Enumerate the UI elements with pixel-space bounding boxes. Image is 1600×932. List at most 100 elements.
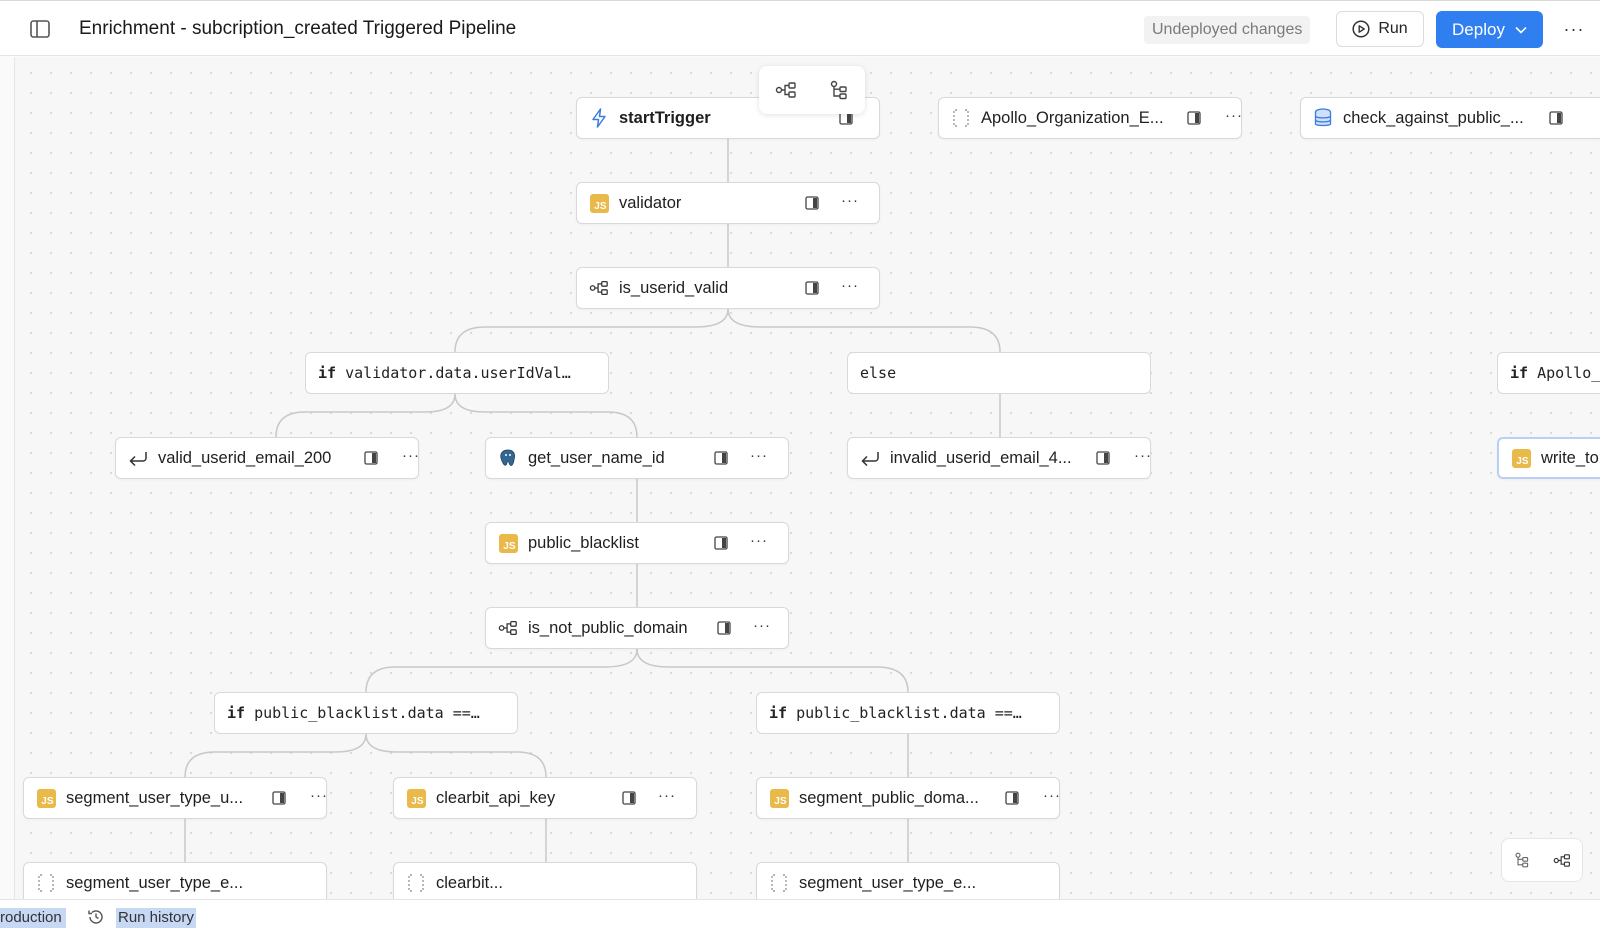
node-invalid-userid-email[interactable]: invalid_userid_email_4... ··· (847, 437, 1151, 479)
panel-icon[interactable] (1187, 111, 1201, 125)
panel-icon[interactable] (717, 621, 731, 635)
code-brackets-icon (406, 873, 426, 893)
node-more-icon[interactable]: ··· (841, 277, 859, 294)
layout-toolbar (759, 66, 865, 114)
vertical-layout-icon[interactable] (829, 80, 849, 100)
pipeline-edges (184, 139, 1001, 862)
node-write-to[interactable]: JS write_to (1497, 437, 1600, 479)
lightning-icon (589, 108, 609, 128)
condition-expression: public_blacklist.data ==… (254, 704, 480, 722)
vertical-layout-icon[interactable] (1514, 852, 1530, 868)
footer-bar: roduction Run history (0, 899, 1600, 932)
run-button-label: Run (1378, 20, 1408, 37)
panel-icon[interactable] (272, 791, 286, 805)
node-valid-userid-email-200[interactable]: valid_userid_email_200 ··· (115, 437, 419, 479)
postgres-icon (498, 448, 518, 468)
deploy-button[interactable]: Deploy (1436, 11, 1543, 48)
node-get-user-name-id[interactable]: get_user_name_id ··· (485, 437, 789, 479)
page-title: Enrichment - subcription_created Trigger… (79, 18, 517, 39)
node-label: startTrigger (619, 108, 711, 127)
play-circle-icon (1352, 20, 1370, 38)
condition-if-userid-valid[interactable]: if validator.data.userIdVal… (305, 352, 609, 394)
pipeline-canvas[interactable]: startTrigger Apollo_Organization_E... ··… (14, 57, 1600, 899)
javascript-icon: JS (36, 788, 56, 808)
javascript-icon: JS (406, 788, 426, 808)
node-label: public_blacklist (528, 533, 639, 552)
sidebar-icon (30, 20, 50, 38)
node-label: segment_user_type_e... (66, 873, 244, 892)
run-history-link[interactable]: Run history (116, 908, 196, 928)
node-label: segment_public_doma... (799, 788, 979, 807)
node-bottom-2[interactable]: clearbit... (393, 862, 697, 899)
node-check-against-public[interactable]: check_against_public_... (1300, 97, 1600, 139)
panel-icon[interactable] (805, 196, 819, 210)
code-brackets-icon (36, 873, 56, 893)
else-keyword: else (860, 364, 897, 382)
javascript-icon: JS (589, 193, 609, 213)
more-options-button[interactable]: ··· (1563, 18, 1585, 39)
condition-expression: Apollo_ (1537, 364, 1600, 382)
code-brackets-icon (769, 873, 789, 893)
node-more-icon[interactable]: ··· (1043, 787, 1061, 804)
panel-icon[interactable] (714, 451, 728, 465)
condition-if-public-blacklist-1[interactable]: if public_blacklist.data ==… (214, 692, 518, 734)
if-keyword: if (318, 364, 337, 382)
node-more-icon[interactable]: ··· (1225, 107, 1243, 124)
panel-icon[interactable] (805, 281, 819, 295)
panel-icon[interactable] (1096, 451, 1110, 465)
node-more-icon[interactable]: ··· (658, 787, 676, 804)
node-validator[interactable]: JS validator ··· (576, 182, 880, 224)
horizontal-layout-icon[interactable] (1553, 853, 1571, 868)
panel-icon[interactable] (364, 451, 378, 465)
node-label: invalid_userid_email_4... (890, 448, 1072, 467)
node-more-icon[interactable]: ··· (753, 617, 771, 634)
node-more-icon[interactable]: ··· (1134, 447, 1152, 464)
branch-icon (589, 278, 609, 298)
if-keyword: if (769, 704, 788, 722)
node-label: clearbit_api_key (436, 788, 556, 807)
panel-icon[interactable] (1005, 791, 1019, 805)
condition-if-apollo[interactable]: if Apollo_ (1497, 352, 1600, 394)
condition-expression: public_blacklist.data ==… (796, 704, 1022, 722)
environment-production[interactable]: roduction (0, 908, 66, 928)
node-is-not-public-domain[interactable]: is_not_public_domain ··· (485, 607, 789, 649)
node-label: is_userid_valid (619, 278, 729, 297)
deploy-button-label: Deploy (1452, 19, 1505, 39)
top-bar: Enrichment - subcription_created Trigger… (0, 0, 1600, 56)
node-segment-user-type-u[interactable]: JS segment_user_type_u... ··· (23, 777, 327, 819)
toggle-sidebar-button[interactable] (28, 17, 52, 41)
chevron-down-icon (1515, 26, 1527, 34)
node-label: check_against_public_... (1343, 108, 1524, 127)
horizontal-layout-icon[interactable] (775, 81, 797, 99)
panel-icon[interactable] (1549, 111, 1563, 125)
node-more-icon[interactable]: ··· (402, 447, 420, 464)
node-clearbit-api-key[interactable]: JS clearbit_api_key ··· (393, 777, 697, 819)
node-more-icon[interactable]: ··· (310, 787, 328, 804)
node-more-icon[interactable]: ··· (750, 532, 768, 549)
node-bottom-3[interactable]: segment_user_type_e... (756, 862, 1060, 899)
node-apollo-organization[interactable]: Apollo_Organization_E... ··· (938, 97, 1242, 139)
history-icon (88, 910, 103, 924)
panel-icon[interactable] (622, 791, 636, 805)
node-label: validator (619, 193, 682, 212)
undeployed-changes-badge: Undeployed changes (1144, 16, 1311, 44)
if-keyword: if (1510, 364, 1529, 382)
node-label: segment_user_type_u... (66, 788, 244, 807)
node-more-icon[interactable]: ··· (841, 192, 859, 209)
panel-icon[interactable] (714, 536, 728, 550)
node-label: is_not_public_domain (528, 618, 688, 637)
node-is-userid-valid[interactable]: is_userid_valid ··· (576, 267, 880, 309)
node-public-blacklist[interactable]: JS public_blacklist ··· (485, 522, 789, 564)
return-icon (860, 448, 880, 468)
node-label: Apollo_Organization_E... (981, 108, 1164, 127)
node-label: get_user_name_id (528, 448, 665, 467)
condition-else[interactable]: else (847, 352, 1151, 394)
node-segment-public-doma[interactable]: JS segment_public_doma... ··· (756, 777, 1060, 819)
branch-icon (498, 618, 518, 638)
run-button[interactable]: Run (1336, 11, 1424, 47)
node-label: valid_userid_email_200 (158, 448, 332, 467)
node-bottom-1[interactable]: segment_user_type_e... (23, 862, 327, 899)
condition-if-public-blacklist-2[interactable]: if public_blacklist.data ==… (756, 692, 1060, 734)
node-more-icon[interactable]: ··· (750, 447, 768, 464)
code-brackets-icon (951, 108, 971, 128)
